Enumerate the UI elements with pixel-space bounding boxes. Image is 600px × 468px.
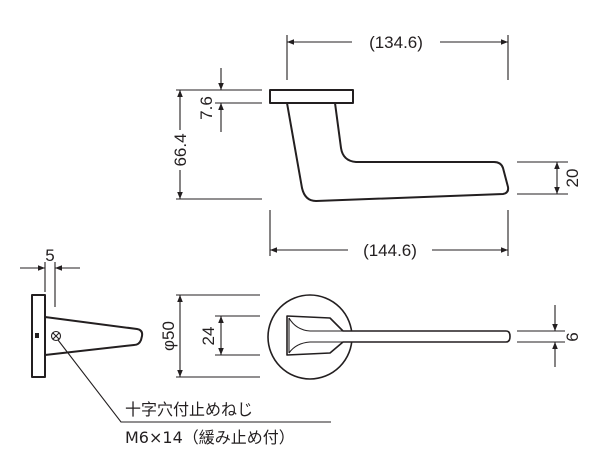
dim-5: 5 xyxy=(45,246,54,265)
dim-20: 20 xyxy=(563,169,582,188)
dim-grip-height: 20 xyxy=(517,161,582,195)
dim-offset: 5 xyxy=(20,246,80,307)
dim-134-6: (134.6) xyxy=(369,33,423,52)
screw-icon xyxy=(50,330,62,342)
dim-grip-thickness: 6 xyxy=(517,305,582,367)
dim-top-width: (134.6) xyxy=(286,33,509,80)
rose-screw-mark xyxy=(35,333,39,338)
dim-phi-50: φ50 xyxy=(159,321,178,351)
dim-heights: 66.4 7.6 xyxy=(171,68,262,200)
top-view xyxy=(267,294,511,380)
dim-bottom-width: (144.6) xyxy=(269,210,509,260)
dim-144-6: (144.6) xyxy=(363,241,417,260)
screw-type-note: 十字穴付止めねじ xyxy=(125,400,253,419)
leader-line xyxy=(57,339,331,423)
dim-24: 24 xyxy=(199,327,218,346)
front-view xyxy=(269,89,510,202)
screw-spec-note: M6×14（緩み止め付） xyxy=(125,428,295,447)
dim-6: 6 xyxy=(563,332,582,341)
lever-body xyxy=(286,102,510,202)
dim-66-4: 66.4 xyxy=(171,133,190,166)
dim-7-6: 7.6 xyxy=(197,96,216,120)
lever-side xyxy=(44,316,144,356)
lever-top xyxy=(286,315,511,356)
dim-rose: φ50 24 xyxy=(159,294,260,378)
rose-plate xyxy=(269,89,354,104)
side-view xyxy=(31,294,331,423)
